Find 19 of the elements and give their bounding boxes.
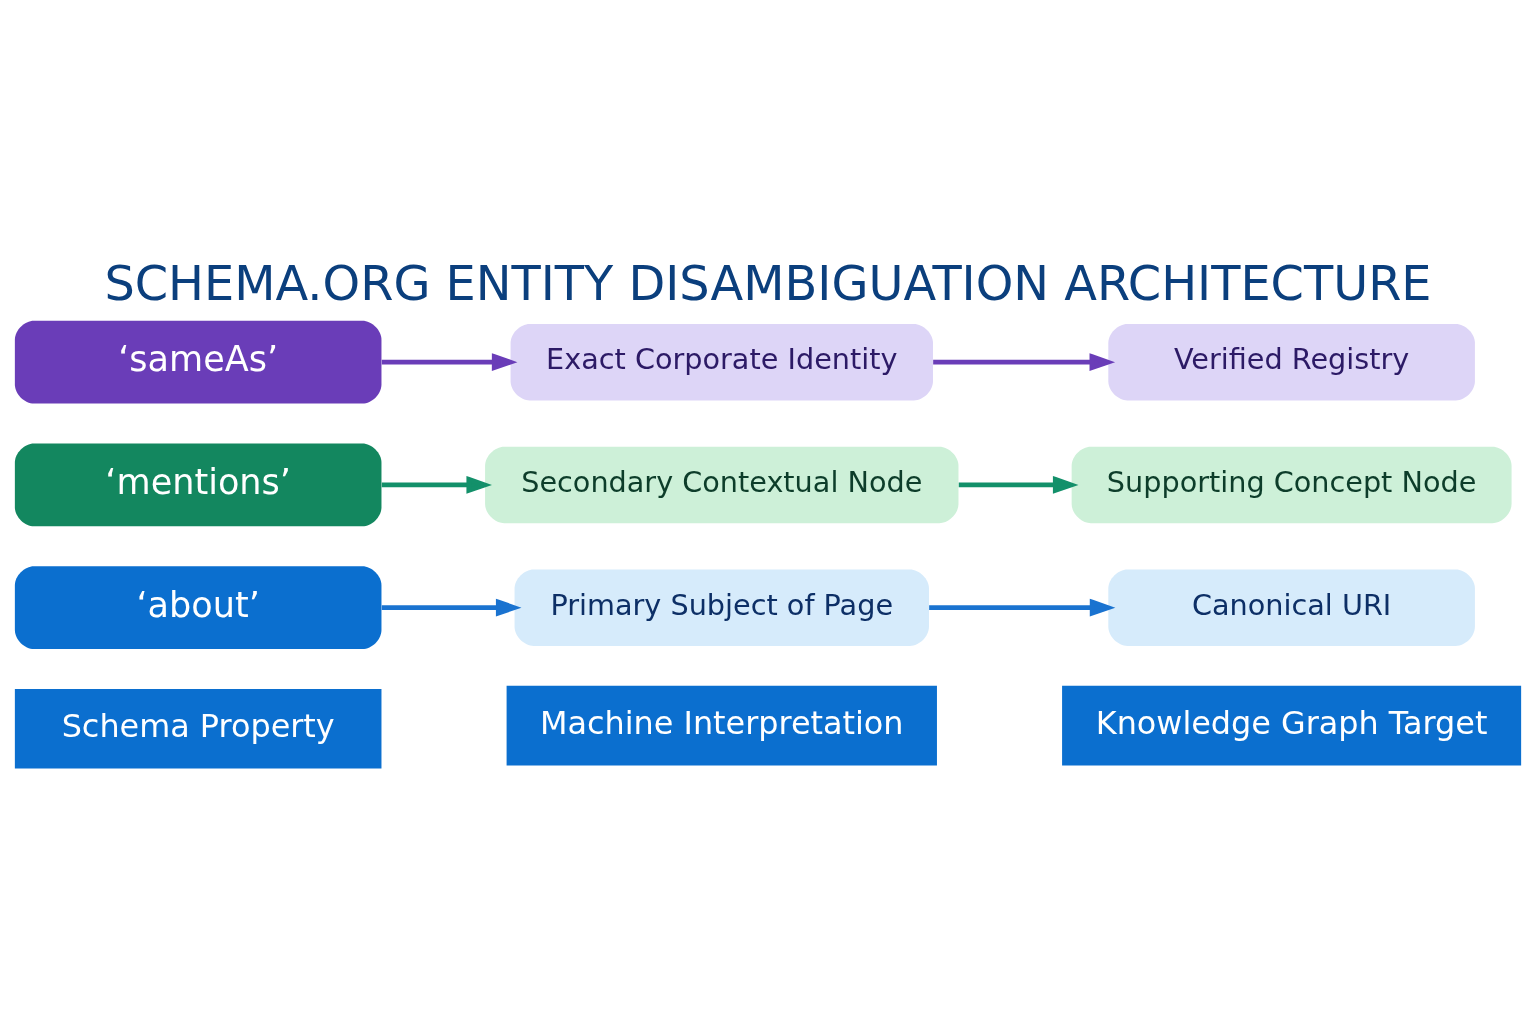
arrow bbox=[381, 598, 522, 617]
node-box: ‘sameAs’ bbox=[14, 320, 382, 404]
arrow bbox=[381, 353, 518, 372]
node-box: Verified Registry bbox=[1108, 323, 1475, 401]
node-box: Supporting Concept Node bbox=[1071, 446, 1512, 524]
node-box: Knowledge Graph Target bbox=[1062, 685, 1522, 766]
node-box: Primary Subject of Page bbox=[514, 569, 929, 646]
node-box: Exact Corporate Identity bbox=[510, 323, 933, 401]
node-box: Canonical URI bbox=[1108, 569, 1475, 646]
node-box: ‘about’ bbox=[14, 566, 382, 650]
diagram-title: SCHEMA.ORG ENTITY DISAMBIGUATION ARCHITECTURE bbox=[104, 256, 1432, 312]
arrow bbox=[958, 475, 1079, 494]
node-box: Secondary Contextual Node bbox=[485, 446, 959, 524]
node-box: Machine Interpretation bbox=[506, 685, 937, 766]
node-box: ‘mentions’ bbox=[14, 443, 382, 527]
arrow bbox=[929, 598, 1116, 617]
node-box: Schema Property bbox=[14, 688, 382, 769]
arrow bbox=[933, 353, 1116, 372]
arrow bbox=[381, 475, 492, 494]
